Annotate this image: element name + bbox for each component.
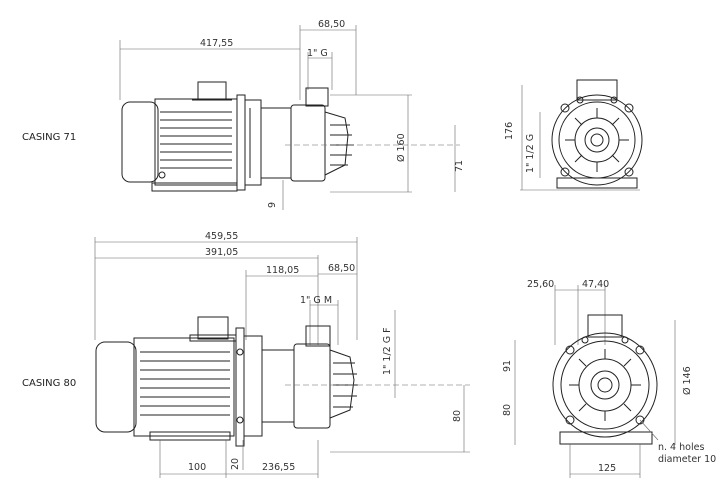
dim-459-55: 459,55: [205, 231, 238, 242]
note-diameter: diameter 10: [658, 454, 716, 465]
casing-71-label: CASING 71: [22, 132, 76, 143]
casing-71-side-view: 417,55 68,50 1" G: [119, 19, 465, 210]
dim-68-50: 68,50: [318, 19, 345, 30]
casing-80-front-view: 25,60 47,40 91 80 Ø 146 125: [502, 279, 716, 478]
dim-68-50-b: 68,50: [328, 263, 355, 274]
dim-71: 71: [454, 160, 465, 172]
dim-25-60: 25,60: [527, 279, 554, 290]
dim-80: 80: [452, 410, 463, 422]
dim-118-05: 118,05: [266, 265, 299, 276]
casing-80-side-view: 459,55 391,05 118,05 68,50 1" G M 1" 1/2…: [94, 231, 470, 478]
dim-47-40: 47,40: [582, 279, 609, 290]
dim-176: 176: [504, 122, 515, 140]
dim-20: 20: [230, 458, 241, 470]
casing-71-front-view: 176 1" 1/2 G: [504, 79, 643, 191]
dim-1gm: 1" G M: [300, 295, 332, 306]
dim-236-55: 236,55: [262, 462, 295, 473]
dim-100: 100: [188, 462, 206, 473]
dim-1-1-2gf: 1" 1/2 G F: [382, 327, 393, 375]
note-holes: n. 4 holes: [658, 442, 704, 453]
casing-80-label: CASING 80: [22, 378, 76, 389]
dim-1-1-2g: 1" 1/2 G: [525, 134, 536, 173]
dim-1g: 1" G: [307, 48, 328, 59]
dim-91: 91: [502, 360, 513, 372]
dim-80-b: 80: [502, 404, 513, 416]
dim-phi-160: Ø 160: [396, 133, 407, 162]
dim-phi-146: Ø 146: [682, 366, 693, 395]
dim-417-55: 417,55: [200, 38, 233, 49]
dim-9: 9: [267, 202, 278, 208]
dim-391-05: 391,05: [205, 247, 238, 258]
dim-125: 125: [598, 463, 616, 474]
